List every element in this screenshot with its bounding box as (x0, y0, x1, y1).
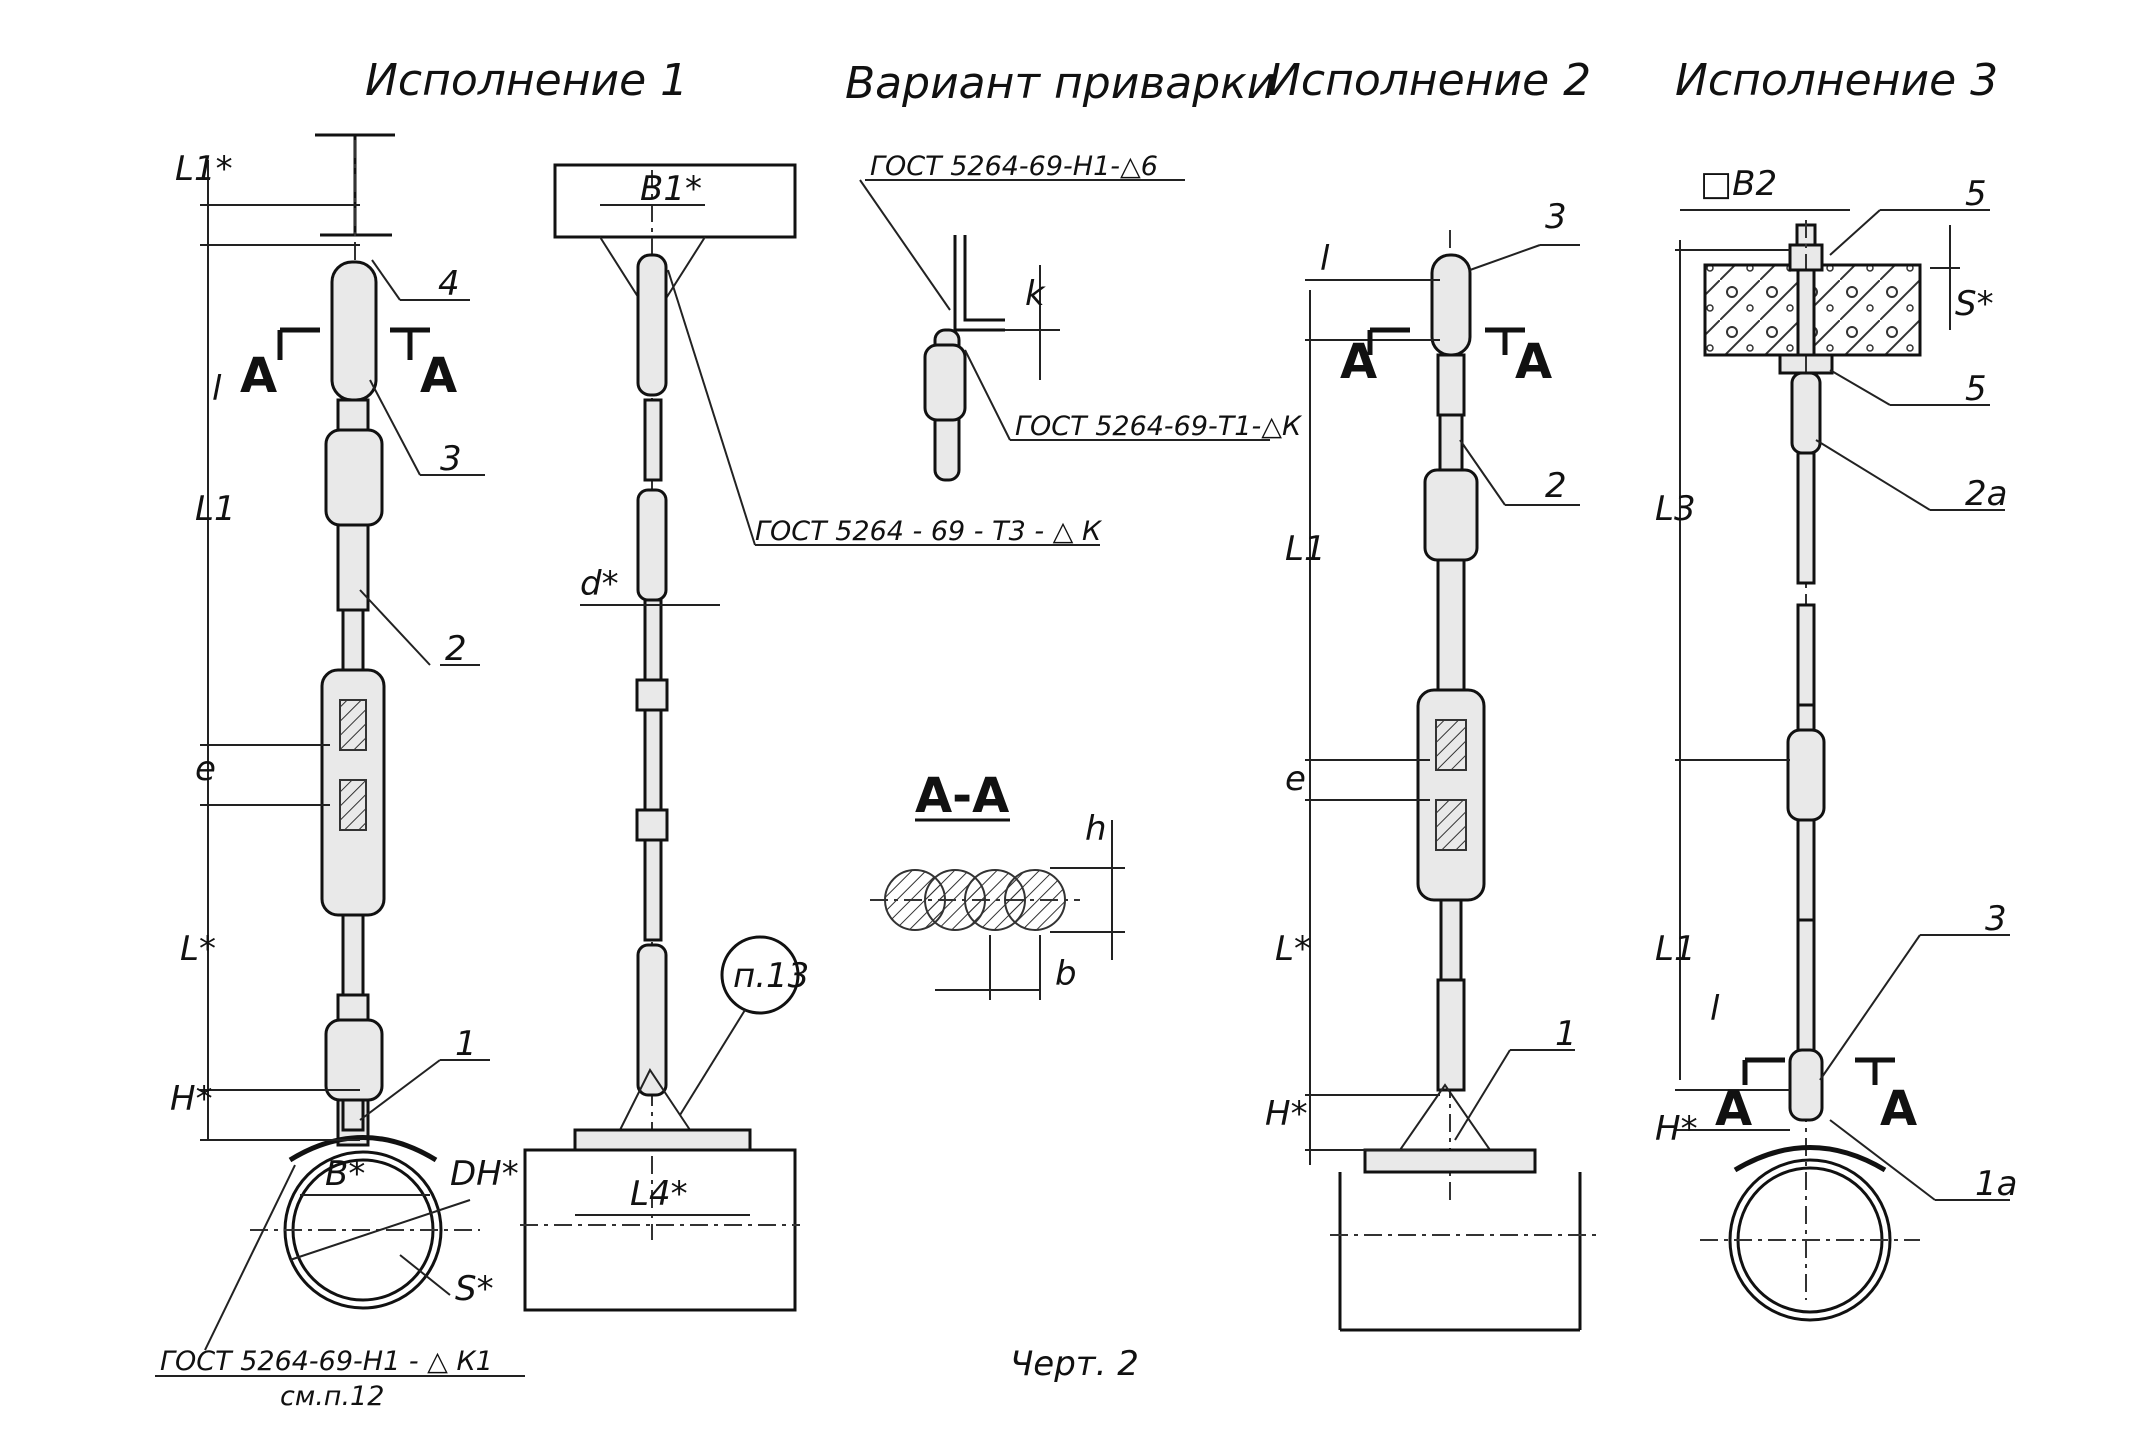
dim-b2: □B2 (1700, 164, 1777, 204)
section-mark-a-right-i1: А (420, 348, 457, 404)
dim-l-i3: l (1710, 989, 1720, 1029)
part-5-top: 5 (1965, 174, 1987, 214)
section-mark-a-left-i3: А (1715, 1081, 1752, 1137)
angle-profile (953, 235, 1005, 332)
part-1-i2: 1 (1555, 1014, 1577, 1054)
dim-l1-star: L1* (175, 149, 233, 189)
part-2-i2: 2 (1545, 466, 1567, 506)
see-note-12: см.п.12 (280, 1381, 384, 1412)
weld-standard-h1-d6: ГОСТ 5264-69-Н1-△6 (870, 151, 1158, 182)
section-mark-a-left-i1: А (240, 348, 277, 404)
figure-caption: Черт. 2 (1010, 1344, 1139, 1384)
part-5-bottom: 5 (1965, 369, 1987, 409)
dim-l3: L3 (1655, 489, 1696, 529)
clamp (288, 1135, 438, 1163)
pipe-i3 (1728, 1158, 1892, 1322)
dim-l1-i1: L1 (195, 489, 236, 529)
dim-h: h (1085, 809, 1107, 849)
dim-l4-star: L4* (630, 1174, 688, 1214)
section-mark-a-right-i2: А (1515, 334, 1552, 390)
title-variant-privarki: Вариант приварки (845, 58, 1275, 109)
note-circle (720, 935, 800, 1015)
part-2a: 2a (1965, 474, 2007, 514)
dim-h-star-i2: H* (1265, 1094, 1308, 1134)
title-ispolnenie-1: Исполнение 1 (365, 55, 688, 106)
ispolnenie-1-side-view (520, 163, 1100, 1312)
dim-h-star-i3: H* (1655, 1109, 1698, 1149)
section-a-a (870, 818, 1125, 1000)
section-mark-a-right-i3: А (1880, 1081, 1917, 1137)
dim-b1-star: B1* (640, 169, 702, 209)
part-3-i1: 3 (440, 439, 462, 479)
title-ispolnenie-3: Исполнение 3 (1675, 55, 1998, 106)
dim-dh-star: DH* (450, 1154, 519, 1194)
part-1-i1: 1 (455, 1024, 477, 1064)
dim-l-i1: l (212, 369, 222, 409)
weld-variant (859, 179, 1270, 482)
dim-b-star: B* (325, 1154, 365, 1194)
dim-l-i2: l (1320, 239, 1330, 279)
dim-s-star: S* (1955, 284, 1994, 324)
ispolnenie-1-hanger (200, 133, 490, 1351)
dim-s-wall: S* (455, 1269, 494, 1309)
section-a-a-title: А-А (915, 768, 1009, 824)
dim-l1-i3: L1 (1655, 929, 1696, 969)
top-clevis (330, 260, 378, 402)
dim-d-star: d* (580, 564, 619, 604)
title-ispolnenie-2: Исполнение 2 (1268, 55, 1591, 106)
dim-e-i1: e (195, 749, 216, 789)
top-beam-side (553, 163, 797, 239)
weld-standard-t1-dk: ГОСТ 5264-69-Т1-△К (1015, 411, 1303, 442)
part-4: 4 (438, 264, 460, 304)
dim-e-i2: e (1285, 759, 1306, 799)
dim-l-star-i1: L* (180, 929, 216, 969)
section-mark-a-left-i2: А (1340, 334, 1377, 390)
part-3-i2: 3 (1545, 197, 1567, 237)
dim-b: b (1055, 954, 1077, 994)
ispolnenie-3-hanger (1675, 209, 2010, 1322)
dim-l-star-i2: L* (1275, 929, 1311, 969)
part-1a: 1a (1975, 1164, 2017, 1204)
dim-h-star-i1: H* (170, 1079, 213, 1119)
dim-l1-i2: L1 (1285, 529, 1326, 569)
pipe-side (523, 1148, 797, 1312)
weld-standard-h1-dk1: ГОСТ 5264-69-Н1 - △ К1 (160, 1346, 493, 1377)
ispolnenie-2-hanger (1305, 230, 1600, 1332)
part-3-i3: 3 (1985, 899, 2007, 939)
dim-k: k (1025, 274, 1046, 314)
part-2-i1: 2 (445, 629, 467, 669)
weld-standard-t3-dk: ГОСТ 5264 - 69 - Т3 - △ К (755, 516, 1103, 547)
note-ref-p13: п.13 (733, 956, 809, 996)
